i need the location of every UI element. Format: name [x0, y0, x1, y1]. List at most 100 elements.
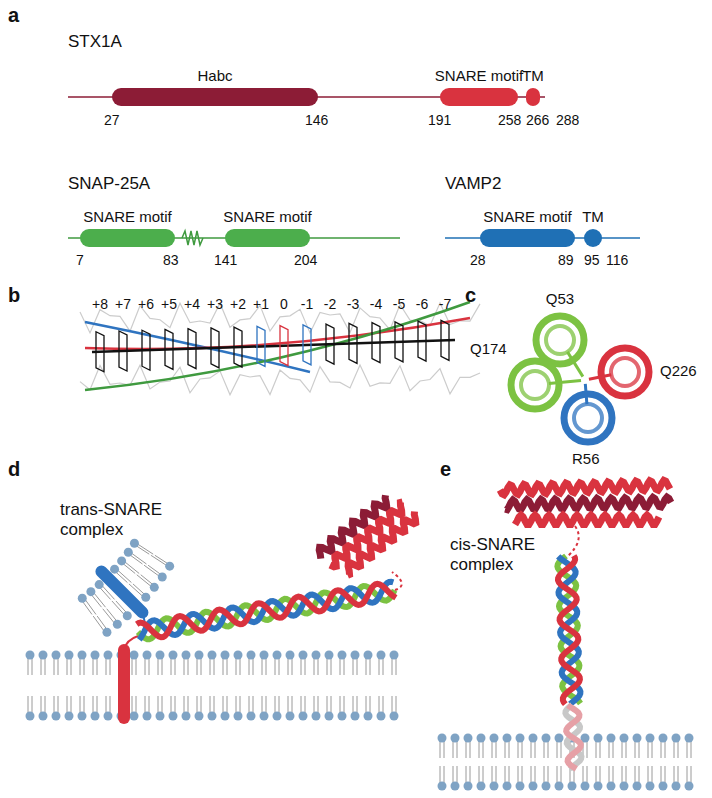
lipid-head: [221, 712, 230, 721]
figure-label: +4: [184, 296, 200, 312]
lipid-tail: [136, 543, 153, 554]
lipid-head: [620, 734, 629, 743]
habc-helix: [319, 495, 387, 558]
habc-helix: [515, 515, 659, 525]
figure-label: 258: [498, 112, 521, 128]
stx1a-helix: [558, 556, 580, 704]
layer-plane: [142, 330, 150, 370]
lipid-tail: [93, 592, 106, 608]
figure-label: -3: [347, 296, 359, 312]
lipid-head: [247, 712, 256, 721]
domain-bar: SNARE motif: [440, 88, 518, 106]
lipid-head: [124, 548, 133, 557]
domain-bar: SNARE motif: [225, 229, 310, 247]
figure-label: -1: [301, 296, 313, 312]
lipid-head: [143, 651, 152, 660]
vamp2-helix: [558, 556, 580, 704]
lipid-head: [273, 712, 282, 721]
lipid-head: [247, 651, 256, 660]
lipid-head: [325, 651, 334, 660]
linker: [568, 526, 579, 556]
domain-bar: TM: [584, 229, 602, 247]
figure-label: 116: [606, 252, 628, 268]
figure-label: cis-SNARE complex: [450, 535, 550, 574]
lipid-head: [113, 620, 122, 629]
lipid-head: [123, 611, 132, 620]
figure-label: VAMP2: [445, 174, 501, 194]
lipid-head: [208, 651, 217, 660]
lipid-head: [130, 539, 139, 548]
layer-plane: [96, 332, 104, 372]
lipid-head: [286, 651, 295, 660]
lipid-head: [672, 734, 681, 743]
figure-label: R56: [572, 450, 600, 467]
lipid-head: [169, 651, 178, 660]
lipid-head: [338, 651, 347, 660]
lipid-head: [351, 712, 360, 721]
lipid-head: [39, 712, 48, 721]
domain-bar: TM: [526, 88, 540, 106]
lipid-head: [438, 734, 447, 743]
lipid-head: [464, 734, 473, 743]
side-chain: [585, 384, 587, 404]
layer-plane: [372, 323, 380, 363]
habc-helix: [500, 480, 670, 495]
layer-plane: [119, 331, 127, 371]
panel-letter: e: [440, 458, 451, 481]
helix-coil: [601, 348, 649, 396]
lipid-head: [195, 712, 204, 721]
lipid-head: [65, 712, 74, 721]
lipid-head: [156, 712, 165, 721]
figure-label: +6: [138, 296, 154, 312]
domain-bar: Habc: [112, 88, 318, 106]
lipid-head: [325, 712, 334, 721]
figure-label: -6: [416, 296, 428, 312]
lipid-head: [150, 583, 159, 592]
figure-label: 27: [104, 112, 120, 128]
lipid-head: [104, 651, 113, 660]
side-chain: [589, 375, 611, 379]
lipid-head: [555, 782, 564, 791]
lipid-head: [594, 782, 603, 791]
lipid-head: [685, 734, 694, 743]
domain-label: SNARE motif: [223, 208, 311, 225]
helix-coil: [511, 361, 559, 409]
lipid-head: [607, 782, 616, 791]
lipid-head: [312, 712, 321, 721]
layer-plane: [326, 324, 334, 364]
helix-coil: [546, 326, 574, 354]
lipid-head: [95, 580, 104, 589]
lipid-head: [503, 734, 512, 743]
lipid-head: [165, 562, 174, 571]
lipid-head: [26, 712, 35, 721]
lipid-head: [659, 734, 668, 743]
lipid-head: [646, 734, 655, 743]
panel-letter: c: [465, 284, 476, 307]
lipid-tail: [130, 552, 146, 564]
lipid-head: [646, 782, 655, 791]
layer-plane: [418, 321, 426, 361]
figure-label: Q53: [546, 290, 574, 307]
lipid-head: [299, 651, 308, 660]
lipid-head: [104, 712, 113, 721]
lipid-head: [633, 734, 642, 743]
layer-plane: [303, 325, 311, 365]
helix-coil: [521, 371, 549, 399]
helix-coil: [574, 404, 602, 432]
lipid-head: [490, 734, 499, 743]
lipid-head: [503, 782, 512, 791]
lipid-tail: [124, 561, 140, 574]
lipid-head: [273, 651, 282, 660]
lipid-head: [542, 734, 551, 743]
helix-coil: [611, 358, 639, 386]
figure-label: -5: [393, 296, 405, 312]
panel-letter: d: [8, 458, 20, 481]
lipid-head: [438, 782, 447, 791]
figure-label: 7: [76, 252, 84, 268]
figure-label: -7: [439, 296, 451, 312]
figure-label: +3: [207, 296, 223, 312]
central-axis: [92, 340, 455, 352]
lipid-head: [208, 712, 217, 721]
figure-label: SNAP-25A: [68, 174, 150, 194]
lipid-head: [221, 651, 230, 660]
